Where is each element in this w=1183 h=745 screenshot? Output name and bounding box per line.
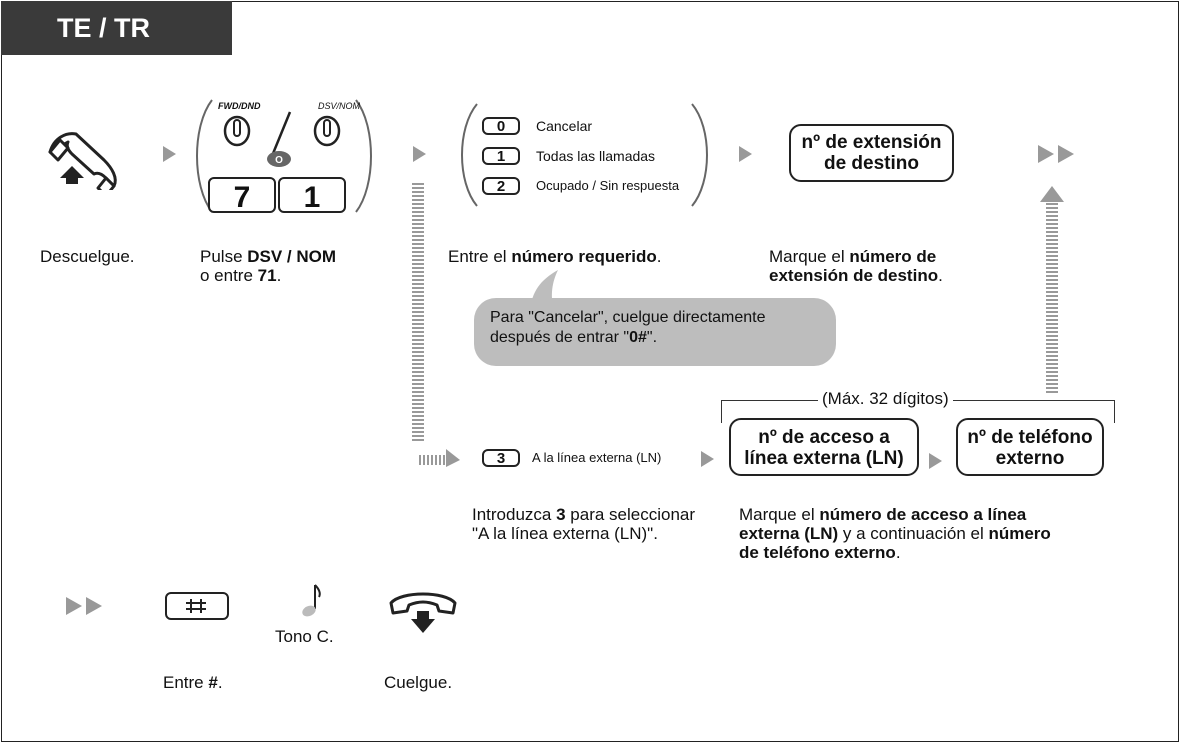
flow-line [1046, 203, 1058, 393]
left-paren-icon [461, 103, 478, 207]
hash-key-icon [186, 599, 206, 613]
option-label-external: A la línea externa (LN) [532, 450, 662, 465]
option-key-0[interactable]: 0 [482, 117, 520, 135]
fwd-dnd-label: FWD/DND [218, 101, 261, 111]
dial-external-label: Marque el número de acceso a línea exter… [739, 505, 1051, 562]
flow-line [412, 183, 424, 453]
arrow-icon [163, 146, 176, 162]
continue-arrow-icon [1038, 145, 1074, 163]
right-paren-icon [691, 103, 708, 207]
fwd-dnd-button-icon[interactable] [222, 114, 252, 148]
option-label-busy: Ocupado / Sin respuesta [536, 178, 680, 193]
external-access-box: nº de acceso a línea externa (LN) [729, 418, 919, 476]
max-digits-label: (Máx. 32 dígitos) [818, 388, 953, 410]
hash-key[interactable] [165, 592, 229, 620]
option-key-1[interactable]: 1 [482, 147, 520, 165]
dest-extension-box: nº de extensión de destino [789, 124, 954, 182]
cancel-note: Para "Cancelar", cuelgue directamente de… [474, 298, 836, 366]
enter-number-label: Entre el número requerido. [448, 247, 662, 266]
hangup-label: Cuelgue. [384, 673, 453, 692]
tone-label: Tono C. [275, 627, 334, 646]
dsv-nom-label: DSV/NOM [318, 101, 361, 111]
offhook-label: Descuelgue. [40, 247, 135, 266]
enter-hash-label: Entre #. [163, 673, 223, 692]
key-7[interactable]: 7 [208, 177, 276, 214]
slash-icon [270, 111, 292, 157]
arrow-icon [739, 146, 752, 162]
offhook-handset-icon [48, 132, 117, 190]
external-phone-box: nº de teléfono externo [956, 418, 1104, 476]
option-label-cancel: Cancelar [536, 118, 593, 134]
press-dsv-label: Pulse DSV / NOM o entre 71. [200, 247, 337, 285]
arrow-icon [701, 451, 714, 467]
option-key-3[interactable]: 3 [482, 449, 520, 467]
key-1[interactable]: 1 [278, 177, 346, 214]
up-arrow-icon [1040, 186, 1064, 202]
left-paren-icon [196, 99, 213, 213]
onhook-handset-icon [389, 592, 457, 633]
music-note-icon [302, 584, 321, 617]
arrow-icon [413, 146, 426, 162]
option-label-all: Todas las llamadas [536, 148, 656, 164]
option-key-2[interactable]: 2 [482, 177, 520, 195]
header-tab: TE / TR [1, 1, 232, 55]
right-paren-icon [355, 99, 372, 213]
dial-destination-label: Marque el número de extensión de destino… [769, 247, 943, 285]
arrow-icon [929, 453, 942, 469]
flow-arrow-icon [412, 443, 460, 467]
continue-arrow-icon [66, 597, 102, 615]
svg-text:O: O [275, 155, 283, 166]
select-external-label: Introduzca 3 para seleccionar "A la líne… [472, 505, 696, 543]
or-icon: O [267, 151, 291, 167]
dsv-nom-button-icon[interactable] [312, 114, 342, 148]
